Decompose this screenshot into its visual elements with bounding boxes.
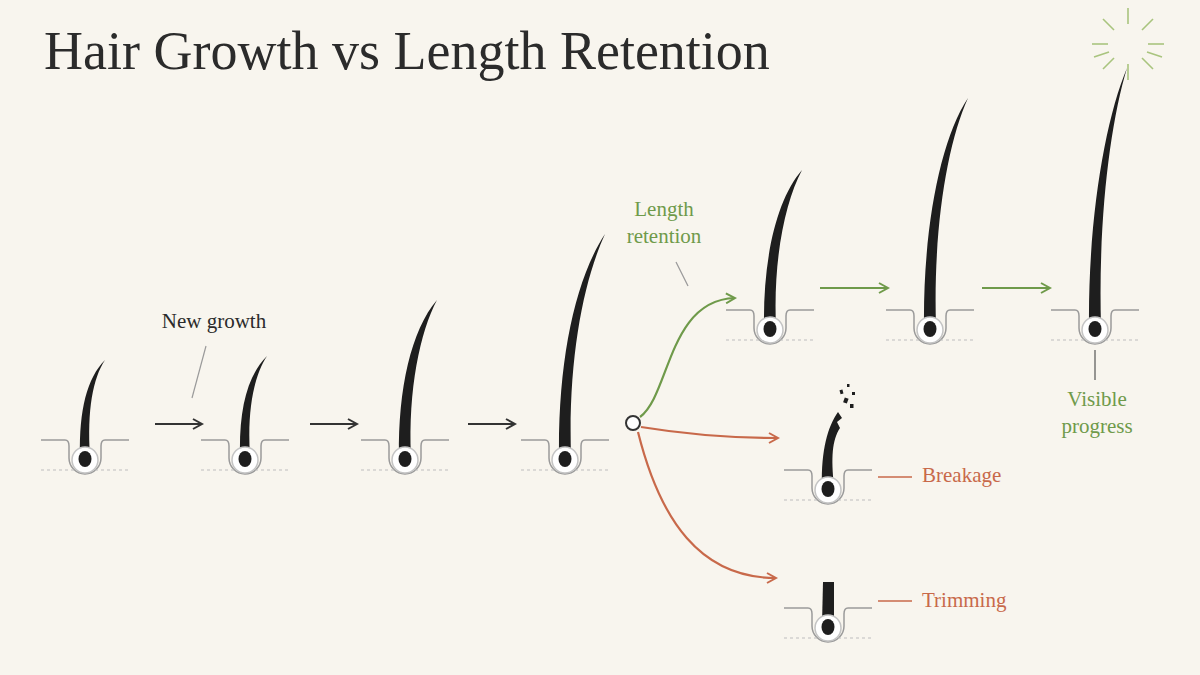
illustration-stroke	[1148, 43, 1164, 45]
illustration-stroke	[820, 287, 1050, 289]
illustration-stroke	[1051, 68, 1139, 344]
illustration-stroke	[924, 98, 968, 326]
illustration-stroke	[521, 234, 609, 474]
illustration-stroke	[1092, 43, 1108, 45]
illustration-stroke	[847, 384, 850, 387]
illustration-stroke	[852, 392, 855, 395]
illustration-stroke	[784, 608, 872, 642]
illustration-stroke	[640, 298, 735, 417]
diagram-title: Hair Growth vs Length Retention	[44, 20, 770, 82]
callout-label: Breakage	[922, 462, 1001, 489]
illustration-stroke	[784, 582, 872, 642]
illustration-stroke	[468, 423, 515, 425]
illustration-stroke	[192, 346, 206, 398]
illustration-stroke	[1142, 19, 1153, 30]
illustration-stroke	[878, 600, 912, 602]
illustration-stroke	[840, 390, 844, 395]
illustration-stroke	[850, 404, 854, 408]
illustration-stroke	[1089, 68, 1127, 326]
illustration-stroke	[726, 170, 814, 344]
illustration-stroke	[559, 234, 605, 456]
illustration-stroke	[1147, 52, 1162, 57]
illustration-stroke	[41, 360, 129, 474]
illustration-stroke	[1127, 8, 1129, 24]
illustration-stroke	[361, 300, 449, 474]
illustration-stroke	[1051, 310, 1139, 344]
illustration-stroke	[1094, 350, 1095, 380]
illustration-stroke	[726, 310, 814, 344]
illustration-stroke	[784, 384, 872, 504]
illustration-stroke	[1127, 64, 1129, 80]
illustration-stroke	[1092, 8, 1164, 80]
illustration-stroke	[626, 416, 640, 430]
illustration-stroke	[310, 423, 357, 425]
illustration-stroke	[784, 470, 872, 504]
illustration-stroke	[886, 98, 974, 344]
illustration-stroke	[822, 412, 842, 486]
callout-label: New growth	[144, 308, 284, 335]
illustration-stroke	[155, 423, 515, 425]
illustration-stroke	[886, 310, 974, 344]
illustration-stroke	[840, 384, 855, 408]
illustration-stroke	[41, 440, 129, 474]
illustration-stroke	[399, 300, 437, 456]
illustration-stroke	[982, 287, 1050, 289]
illustration-stroke	[1142, 58, 1153, 69]
illustration-stroke	[878, 476, 912, 478]
illustration-stroke	[521, 440, 609, 474]
illustration-stroke	[201, 440, 289, 474]
illustration-stroke	[638, 432, 776, 578]
illustration-stroke	[843, 397, 848, 403]
illustration-stroke	[201, 356, 289, 474]
illustration-stroke	[361, 440, 449, 474]
illustration-stroke	[1094, 52, 1109, 57]
illustration-stroke	[641, 427, 778, 438]
callout-label: Visible progress	[1042, 386, 1152, 441]
callout-label: Trimming	[922, 587, 1006, 614]
illustration-stroke	[764, 170, 802, 326]
illustration-stroke	[1103, 58, 1114, 69]
callout-label: Length retention	[609, 196, 719, 251]
illustration-stroke	[676, 262, 688, 286]
illustration-stroke	[155, 423, 202, 425]
illustration-stroke	[820, 287, 888, 289]
illustration-stroke	[1103, 19, 1114, 30]
